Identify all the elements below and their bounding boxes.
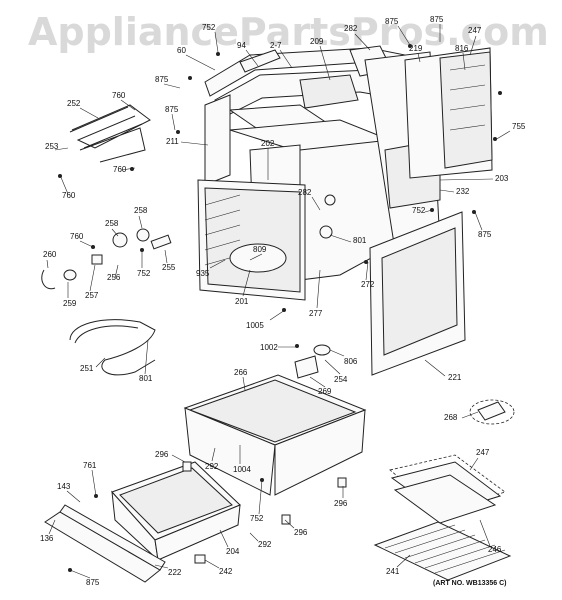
part-label: 806 [344,357,358,366]
part-label: 269 [318,387,332,396]
part-label: 253 [45,142,59,151]
part-label: 232 [456,187,470,196]
part-labels: 752 875 247 282 875 60 94 2-7 209 219 81… [40,15,526,587]
part-label: 809 [253,245,267,254]
part-label: 875 [155,75,169,84]
part-label: 204 [226,547,240,556]
part-label: 292 [205,462,219,471]
part-label: 282 [298,188,312,197]
part-label: 203 [495,174,509,183]
part-label: 94 [237,41,246,50]
part-label: 296 [155,450,169,459]
drawer-frame [183,374,367,496]
part-label: 761 [83,461,97,470]
part-label: 760 [113,165,127,174]
part-label: 260 [43,250,57,259]
rear-panel [404,47,493,179]
part-label: 221 [448,373,462,382]
part-label: 801 [139,374,153,383]
part-label: 1002 [260,343,278,352]
drawer-front [44,504,166,583]
oven-liner [197,179,306,301]
part-label: 755 [512,122,526,131]
part-label: 875 [430,15,444,24]
part-label: 211 [166,137,179,146]
part-label: 136 [40,534,54,543]
part-label: 247 [468,26,482,35]
part-label: 752 [250,514,264,523]
part-label: 251 [80,364,94,373]
part-label: 935 [196,269,210,278]
part-label: 760 [112,91,126,100]
oven-rack [373,521,512,581]
art-number: (ART NO. WB13356 C) [433,580,507,587]
part-label: 255 [162,263,176,272]
part-label: 247 [476,448,490,457]
part-label: 282 [344,24,358,33]
part-label: 222 [168,568,182,577]
hardware-bits [182,194,515,564]
part-label: 258 [134,206,148,215]
part-label: 254 [334,375,348,384]
screws [58,44,502,572]
part-label: 209 [310,37,324,46]
part-label: 292 [258,540,272,549]
part-label: 801 [353,236,367,245]
part-label: 2-7 [270,41,282,50]
part-label: 752 [202,23,216,32]
part-label: 60 [177,46,186,55]
part-label: 875 [165,105,179,114]
part-label: 752 [137,269,151,278]
part-label: 272 [361,280,375,289]
part-label: 752 [412,206,426,215]
part-label: 875 [385,17,399,26]
part-label: 252 [67,99,81,108]
part-label: 201 [235,297,249,306]
part-label: 816 [455,44,469,53]
part-label: 875 [478,230,492,239]
part-label: 268 [444,413,458,422]
storage-drawer [111,461,241,562]
part-label: 1005 [246,321,264,330]
part-label: 875 [86,578,100,587]
part-label: 266 [234,368,248,377]
broil-element [69,104,151,163]
leader-lines [46,24,511,579]
part-label: 257 [85,291,99,300]
part-label: 277 [309,309,323,318]
part-label: 1004 [233,465,251,474]
part-label: 258 [105,219,119,228]
part-label: 143 [57,482,71,491]
part-label: 296 [294,528,308,537]
switch-parts [41,228,172,290]
part-label: 760 [62,191,76,200]
part-label: 259 [63,299,77,308]
part-label: 760 [70,232,84,241]
part-label: 241 [386,567,400,576]
part-label: 246 [488,545,502,554]
bake-element [69,319,156,376]
part-label: 242 [219,567,233,576]
part-label: 256 [107,273,121,282]
part-label: 202 [261,139,275,148]
broiler-pan [389,454,506,524]
oven-door [369,211,466,376]
part-label: 296 [334,499,348,508]
part-label: 219 [409,44,423,53]
